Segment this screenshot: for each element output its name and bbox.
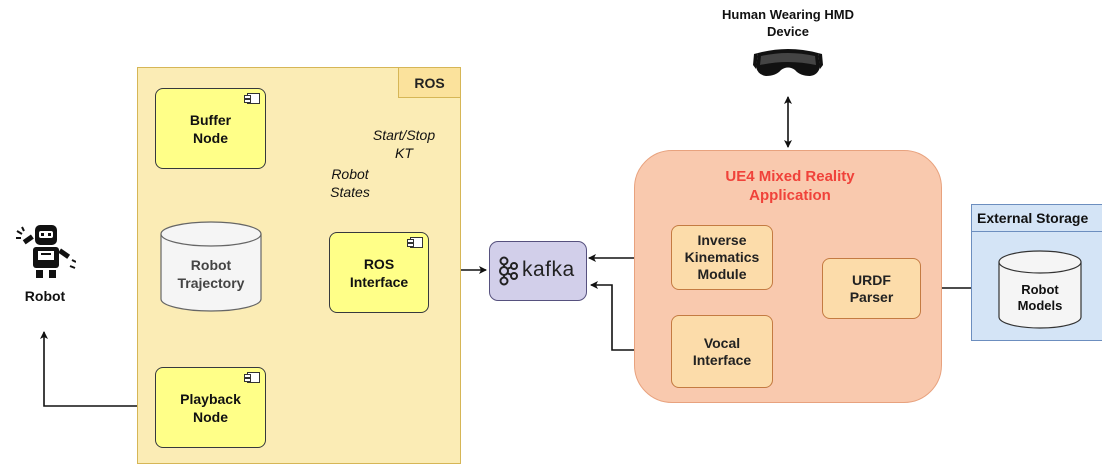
- external-storage-title: External Storage: [972, 205, 1102, 232]
- hmd-label: Human Wearing HMD Device: [722, 7, 854, 39]
- playback-node-label: Playback Node: [180, 390, 241, 425]
- robot-states-label: Robot States: [318, 165, 382, 201]
- robot-icon: [16, 225, 76, 278]
- ros-interface-node[interactable]: ROS Interface: [329, 232, 429, 313]
- ros-group-label: ROS: [398, 68, 460, 98]
- inverse-kinematics-label: Inverse Kinematics Module: [684, 232, 760, 282]
- urdf-parser-label: URDF Parser: [849, 271, 894, 305]
- robot-trajectory-label: Robot Trajectory: [177, 257, 245, 291]
- playback-node[interactable]: Playback Node: [155, 367, 266, 448]
- kafka-logo-icon: [499, 256, 518, 286]
- kafka-label: kafka: [522, 258, 575, 281]
- robot-label: Robot: [24, 288, 66, 304]
- urdf-parser-node[interactable]: URDF Parser: [822, 258, 921, 319]
- component-icon: [244, 372, 260, 383]
- robot-trajectory-cylinder: [160, 221, 262, 312]
- buffer-node[interactable]: Buffer Node: [155, 88, 266, 169]
- edge-playback-to-robot: [40, 331, 160, 407]
- robot-models-label: Robot Models: [1017, 282, 1063, 313]
- buffer-node-label: Buffer Node: [189, 111, 232, 146]
- component-icon: [407, 237, 423, 248]
- vocal-interface-node[interactable]: Vocal Interface: [671, 315, 773, 388]
- start-stop-kt-label: Start/Stop KT: [366, 126, 442, 162]
- component-icon: [244, 93, 260, 104]
- robot-models-cylinder: [998, 250, 1082, 329]
- kafka-broker[interactable]: kafka: [489, 241, 587, 301]
- inverse-kinematics-node[interactable]: Inverse Kinematics Module: [671, 225, 773, 290]
- hmd-headset-icon: [753, 49, 823, 76]
- vocal-interface-label: Vocal Interface: [692, 334, 752, 368]
- ros-interface-label: ROS Interface: [349, 255, 409, 290]
- ue4-application-title: UE4 Mixed Reality Application: [725, 168, 855, 204]
